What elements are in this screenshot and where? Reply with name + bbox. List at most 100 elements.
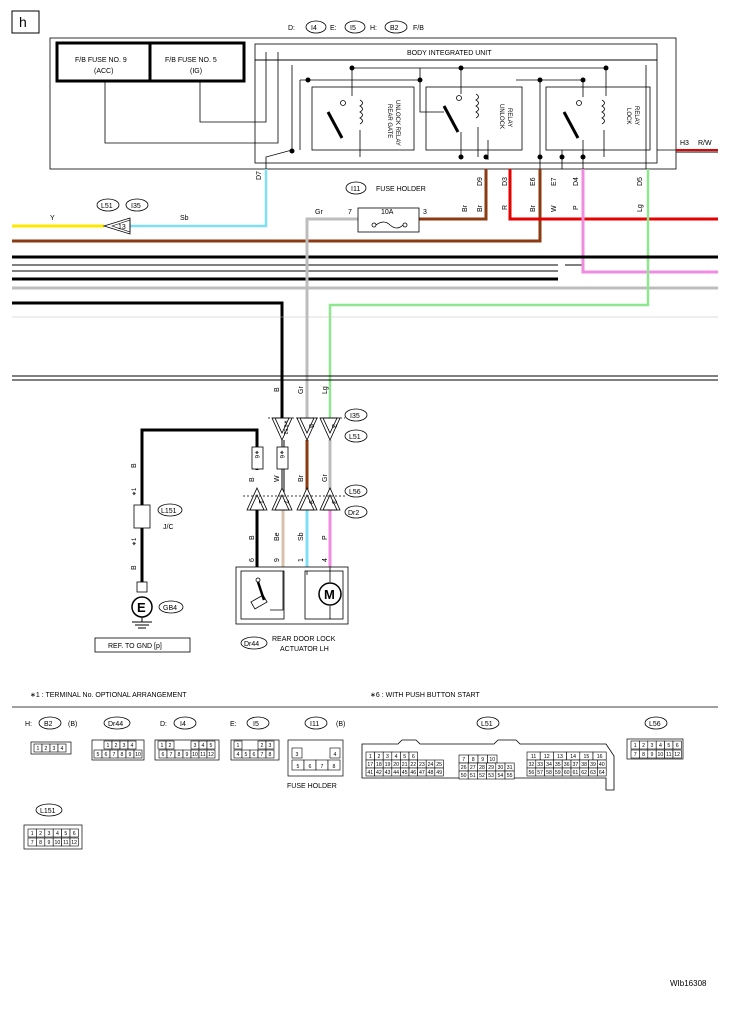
conn-l151-pin: 12: [71, 840, 77, 846]
relays: [265, 65, 676, 169]
conn-i4-pin: 11: [200, 752, 205, 758]
conn-l51-pin: 44: [393, 770, 399, 776]
fuse-holder-pin-in: 7: [348, 209, 352, 216]
wire-color-d5: Lg: [637, 204, 644, 212]
conn-l56-pin: 8: [642, 752, 645, 758]
conn-b2-pin: 1: [37, 746, 40, 752]
conn-l151-pin: 6: [73, 831, 76, 837]
left-conn-ref-a-oval: [96, 198, 120, 212]
conn-l56-pin: 6: [676, 743, 679, 749]
connector-housing: [287, 739, 344, 777]
lower-connector: 1 7 9 3 L56 Dr2 B Be Sb P 6 9 1 4: [243, 484, 368, 562]
conn-l51-pin: 11: [531, 754, 536, 760]
motor-circle: [318, 582, 342, 606]
conn-l51-pin: 43: [385, 770, 391, 776]
conn-l51-pin: 16: [597, 754, 603, 760]
actuator-ref: Dr44: [244, 641, 259, 648]
actuator-label-1: REAR DOOR LOCK: [272, 636, 336, 643]
jc-star1-upper: ∗1: [132, 487, 138, 496]
junction-dots: [289, 65, 609, 160]
conn-i5-cell: [233, 740, 243, 750]
conn-l51-pin: 64: [599, 770, 605, 776]
act-wire-p: P: [322, 535, 329, 540]
conn-l51-pin: 28: [479, 765, 485, 771]
lower-ref-dr2: Dr2: [348, 510, 359, 517]
left-conn-wire-y: Y: [50, 215, 55, 222]
conn-l51-pin: 59: [555, 770, 561, 776]
fuse-holder-ref-oval: [345, 181, 367, 195]
top-section-frame: [49, 37, 677, 170]
terminal-d3: D3: [502, 177, 509, 186]
conn-l151-pin: 9: [48, 840, 51, 846]
conn-l51-pin: 46: [410, 770, 416, 776]
conn-dr44-pin: 7: [113, 752, 116, 758]
top-ref-h-conn: B2: [390, 25, 399, 32]
lower-pin-3: 3: [330, 500, 337, 504]
conn-i5-cell: [265, 749, 275, 759]
conn-i5-pin: 2: [261, 743, 264, 749]
conn-l56-pin: 9: [651, 752, 654, 758]
conn-i11-cell: [327, 759, 341, 771]
footnote-terminal-arrangement: ∗1 : TERMINAL No. OPTIONAL ARRANGEMENT: [30, 692, 187, 699]
wire-color-e7: W: [551, 205, 558, 212]
fuse-holder-wire-in: Gr: [315, 209, 323, 216]
conn-dr44-pin: 3: [123, 743, 126, 749]
conn-l56-pin: 4: [659, 743, 662, 749]
conn-l51-pin: 10: [489, 757, 495, 763]
fuse9-sub: (ACC): [94, 68, 113, 75]
conn-l151-pin: 4: [56, 831, 59, 837]
conn-l151-pin: 5: [64, 831, 67, 837]
actuator-housing: [235, 566, 349, 625]
footnote-push-button-start: ∗6 : WITH PUSH BUTTON START: [370, 692, 480, 699]
conn-l151-pin: 11: [63, 840, 68, 846]
conn-i4-pin: 5: [210, 743, 213, 749]
conn-l51-pin: 38: [581, 762, 587, 768]
conn-l56-pin: 11: [666, 752, 671, 758]
conn-l51-pin: 39: [590, 762, 596, 768]
conn-l51-pin: 1: [369, 754, 372, 760]
left-conn-ref-b: I35: [131, 203, 141, 210]
conn-dr44-pin: 10: [135, 752, 141, 758]
act-pin-4: 4: [322, 558, 329, 562]
conn-i11-pin: 6: [309, 764, 312, 770]
lower-wire-gr: Gr: [322, 474, 329, 482]
connector-housing: [154, 739, 220, 761]
conn-l151-cell: [69, 828, 79, 838]
conn-l51-pin: 6: [412, 754, 415, 760]
conn-l51-pin: 49: [436, 770, 442, 776]
conn-l51-pin: 2: [377, 754, 380, 760]
conn-dr44-cell: [127, 740, 137, 750]
act-wire-b: B: [249, 535, 256, 540]
conn-l51-pin: 37: [573, 762, 579, 768]
conn-l51-title: L51: [481, 721, 493, 728]
conn-dr44-pin: 8: [121, 752, 124, 758]
wire-b-ground: [140, 428, 259, 505]
jc-wire-b-upper: B: [131, 463, 138, 468]
conn-l51-pin: 13: [557, 754, 563, 760]
wire-pink-d4: [581, 169, 718, 274]
conn-i4-pin: 9: [186, 752, 189, 758]
conn-l151-pin: 8: [39, 840, 42, 846]
conn-l51-cell: [434, 767, 444, 777]
conn-dr44-cell: [133, 749, 143, 759]
conn-i4-pin: 3: [194, 743, 197, 749]
wire-color-d9: Br: [477, 204, 484, 212]
conn-l151-pin: 2: [39, 831, 42, 837]
conn-l56-pin: 3: [651, 743, 654, 749]
conn-l51-pin: 55: [507, 773, 513, 779]
terminal-e7: E7: [551, 177, 558, 186]
lower-pin-7: 7: [282, 500, 289, 504]
conn-l51-pin: 12: [544, 754, 550, 760]
upper-star6-b: ∗6: [278, 450, 284, 459]
conn-dr44-pin: 1: [107, 743, 110, 749]
terminal-labels: D7 D9 D3 E6 E7 D4 D5 Br R Br W P Lg: [256, 171, 644, 212]
jc-body: [133, 504, 151, 529]
conn-l51-pin: 15: [584, 754, 590, 760]
conn-l56-pin: 12: [674, 752, 680, 758]
act-wire-sb: Sb: [298, 532, 305, 541]
page-letter-box: [11, 10, 40, 34]
top-ref-fb: F/B: [413, 25, 424, 32]
terminal-d5: D5: [637, 177, 644, 186]
